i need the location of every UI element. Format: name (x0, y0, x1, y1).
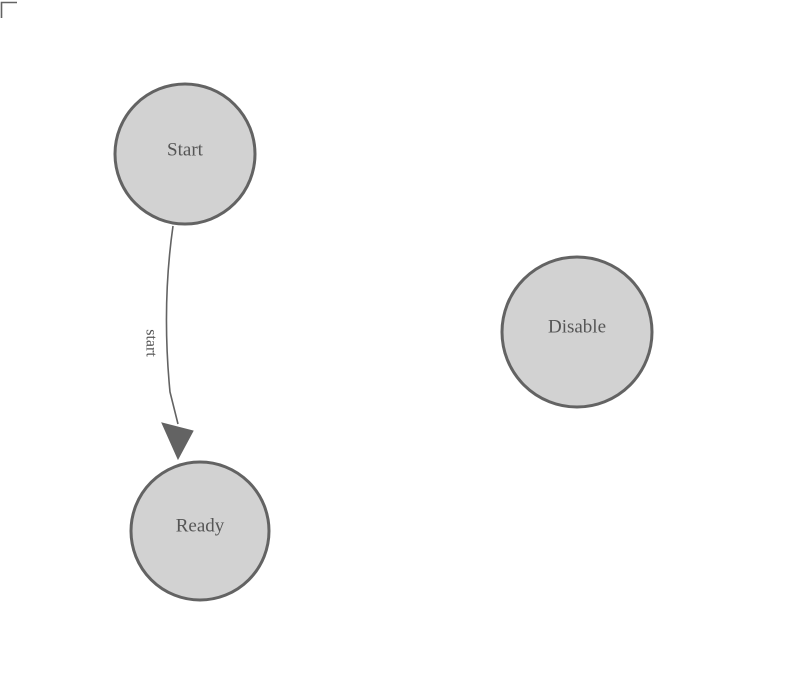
node-ready-label: Ready (176, 515, 225, 536)
edge-line (165, 225, 179, 425)
corner-bracket-icon (0, 1, 17, 18)
edge-label-start: start (142, 329, 159, 357)
node-ready[interactable]: Ready (129, 460, 271, 602)
node-disable-label: Disable (548, 316, 606, 337)
arrowhead-icon (161, 422, 194, 461)
edge-start-to-ready[interactable]: start (142, 225, 194, 461)
node-disable[interactable]: Disable (500, 255, 654, 409)
node-ready-circle[interactable] (129, 460, 271, 602)
node-start[interactable]: Start (113, 82, 257, 226)
node-disable-circle[interactable] (500, 255, 654, 409)
node-start-circle[interactable] (113, 82, 257, 226)
node-start-label: Start (167, 139, 204, 160)
